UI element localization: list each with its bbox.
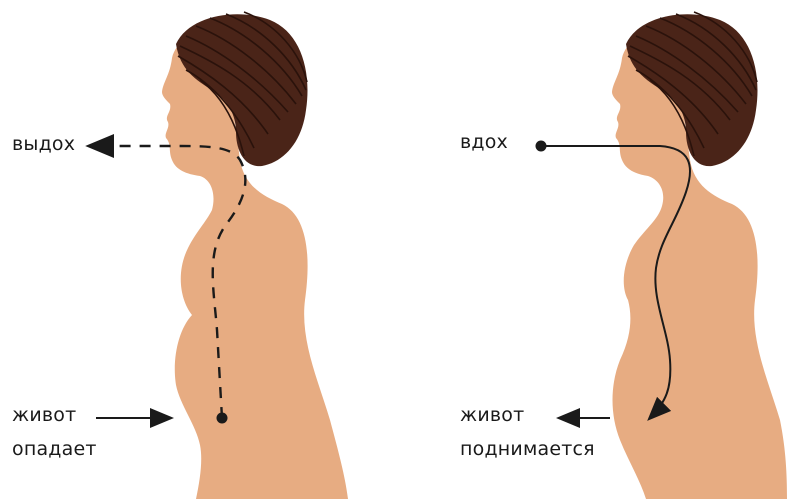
inhale-label: вдох — [460, 131, 508, 153]
right-belly-label-line2: поднимается — [460, 438, 595, 460]
exhale-start-dot — [217, 413, 228, 424]
exhale-label: выдох — [12, 133, 75, 155]
inhale-start-dot — [536, 141, 547, 152]
left-figure — [90, 12, 348, 499]
right-belly-label-line1: живот — [460, 404, 524, 426]
left-belly-label-line2: опадает — [12, 438, 97, 460]
right-figure — [536, 12, 787, 499]
left-belly-label-line1: живот — [12, 404, 76, 426]
